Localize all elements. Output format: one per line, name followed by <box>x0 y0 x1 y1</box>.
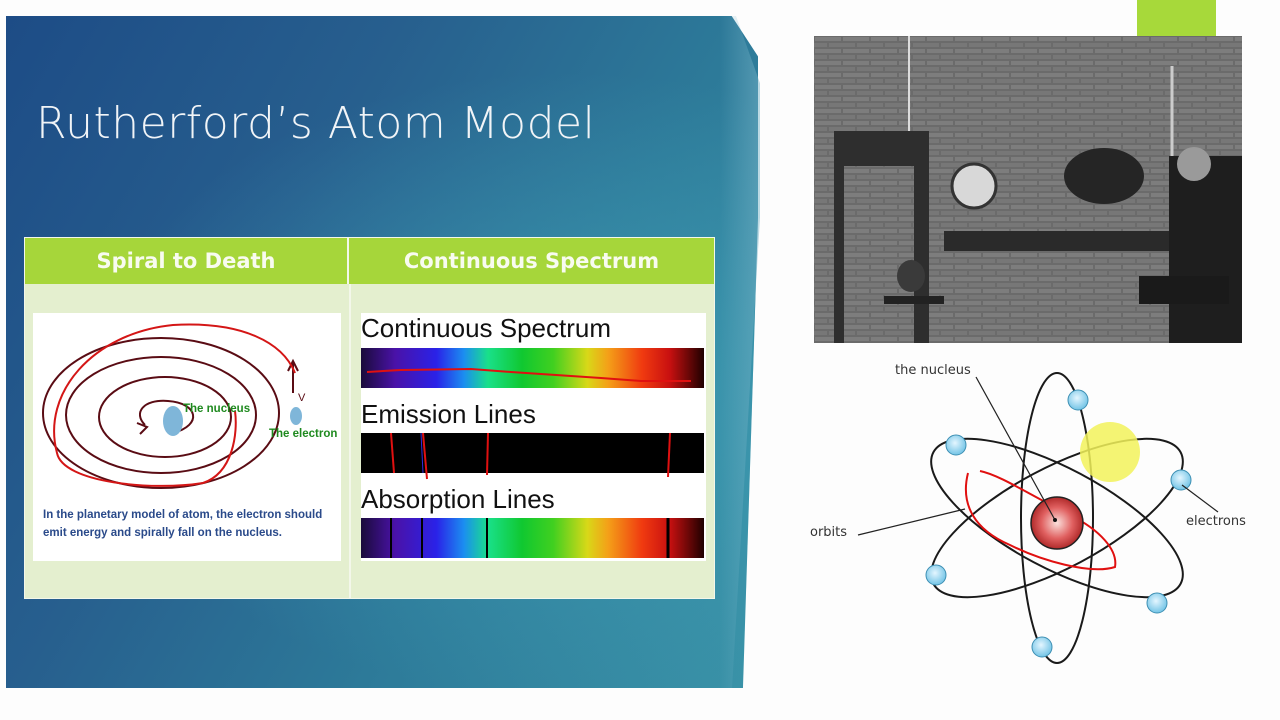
svg-text:V: V <box>298 392 306 404</box>
slide-title: Rutherford’s Atom Model <box>36 98 596 149</box>
continuous-spectrum-label: Continuous Spectrum <box>361 313 612 343</box>
atom-orbits-label: orbits <box>810 525 848 540</box>
nucleus-label: The nucleus <box>183 403 251 415</box>
spectrum-diagram: Continuous Spectrum Emission Lines Absor… <box>361 313 706 561</box>
column-divider <box>349 284 351 598</box>
atom-electrons-label: electrons <box>1186 514 1246 529</box>
rutherford-lab-photo <box>814 36 1242 343</box>
header-continuous-spectrum: Continuous Spectrum <box>403 249 660 273</box>
atom-diagram: the nucleus orbits electrons <box>800 355 1280 675</box>
continuous-spectrum-bar <box>361 348 704 388</box>
comparison-table: Spiral to Death Continuous Spectrum V Th… <box>24 237 715 599</box>
spiral-caption: In the planetary model of atom, the elec… <box>43 509 323 539</box>
header-spiral-to-death: Spiral to Death <box>25 238 349 284</box>
emission-line-marks <box>390 432 671 480</box>
accent-tab <box>1137 0 1216 36</box>
annotation-line <box>366 367 691 382</box>
emission-lines-bar <box>361 432 704 480</box>
table-header-row: Spiral to Death Continuous Spectrum <box>25 238 714 284</box>
absorption-lines-label: Absorption Lines <box>361 484 555 514</box>
spiral-orbit-drawing: V <box>42 323 306 489</box>
emission-lines-label: Emission Lines <box>361 399 536 429</box>
absorption-lines-bar <box>361 518 704 558</box>
spiral-diagram: V The nucleus The electron In the planet… <box>33 313 341 561</box>
atom-orbits-drawing <box>857 372 1219 664</box>
atom-nucleus-label: the nucleus <box>895 363 971 378</box>
absorption-line-marks <box>390 518 670 558</box>
electron-label: The electron <box>269 428 338 440</box>
photo-illustration <box>814 36 1242 343</box>
